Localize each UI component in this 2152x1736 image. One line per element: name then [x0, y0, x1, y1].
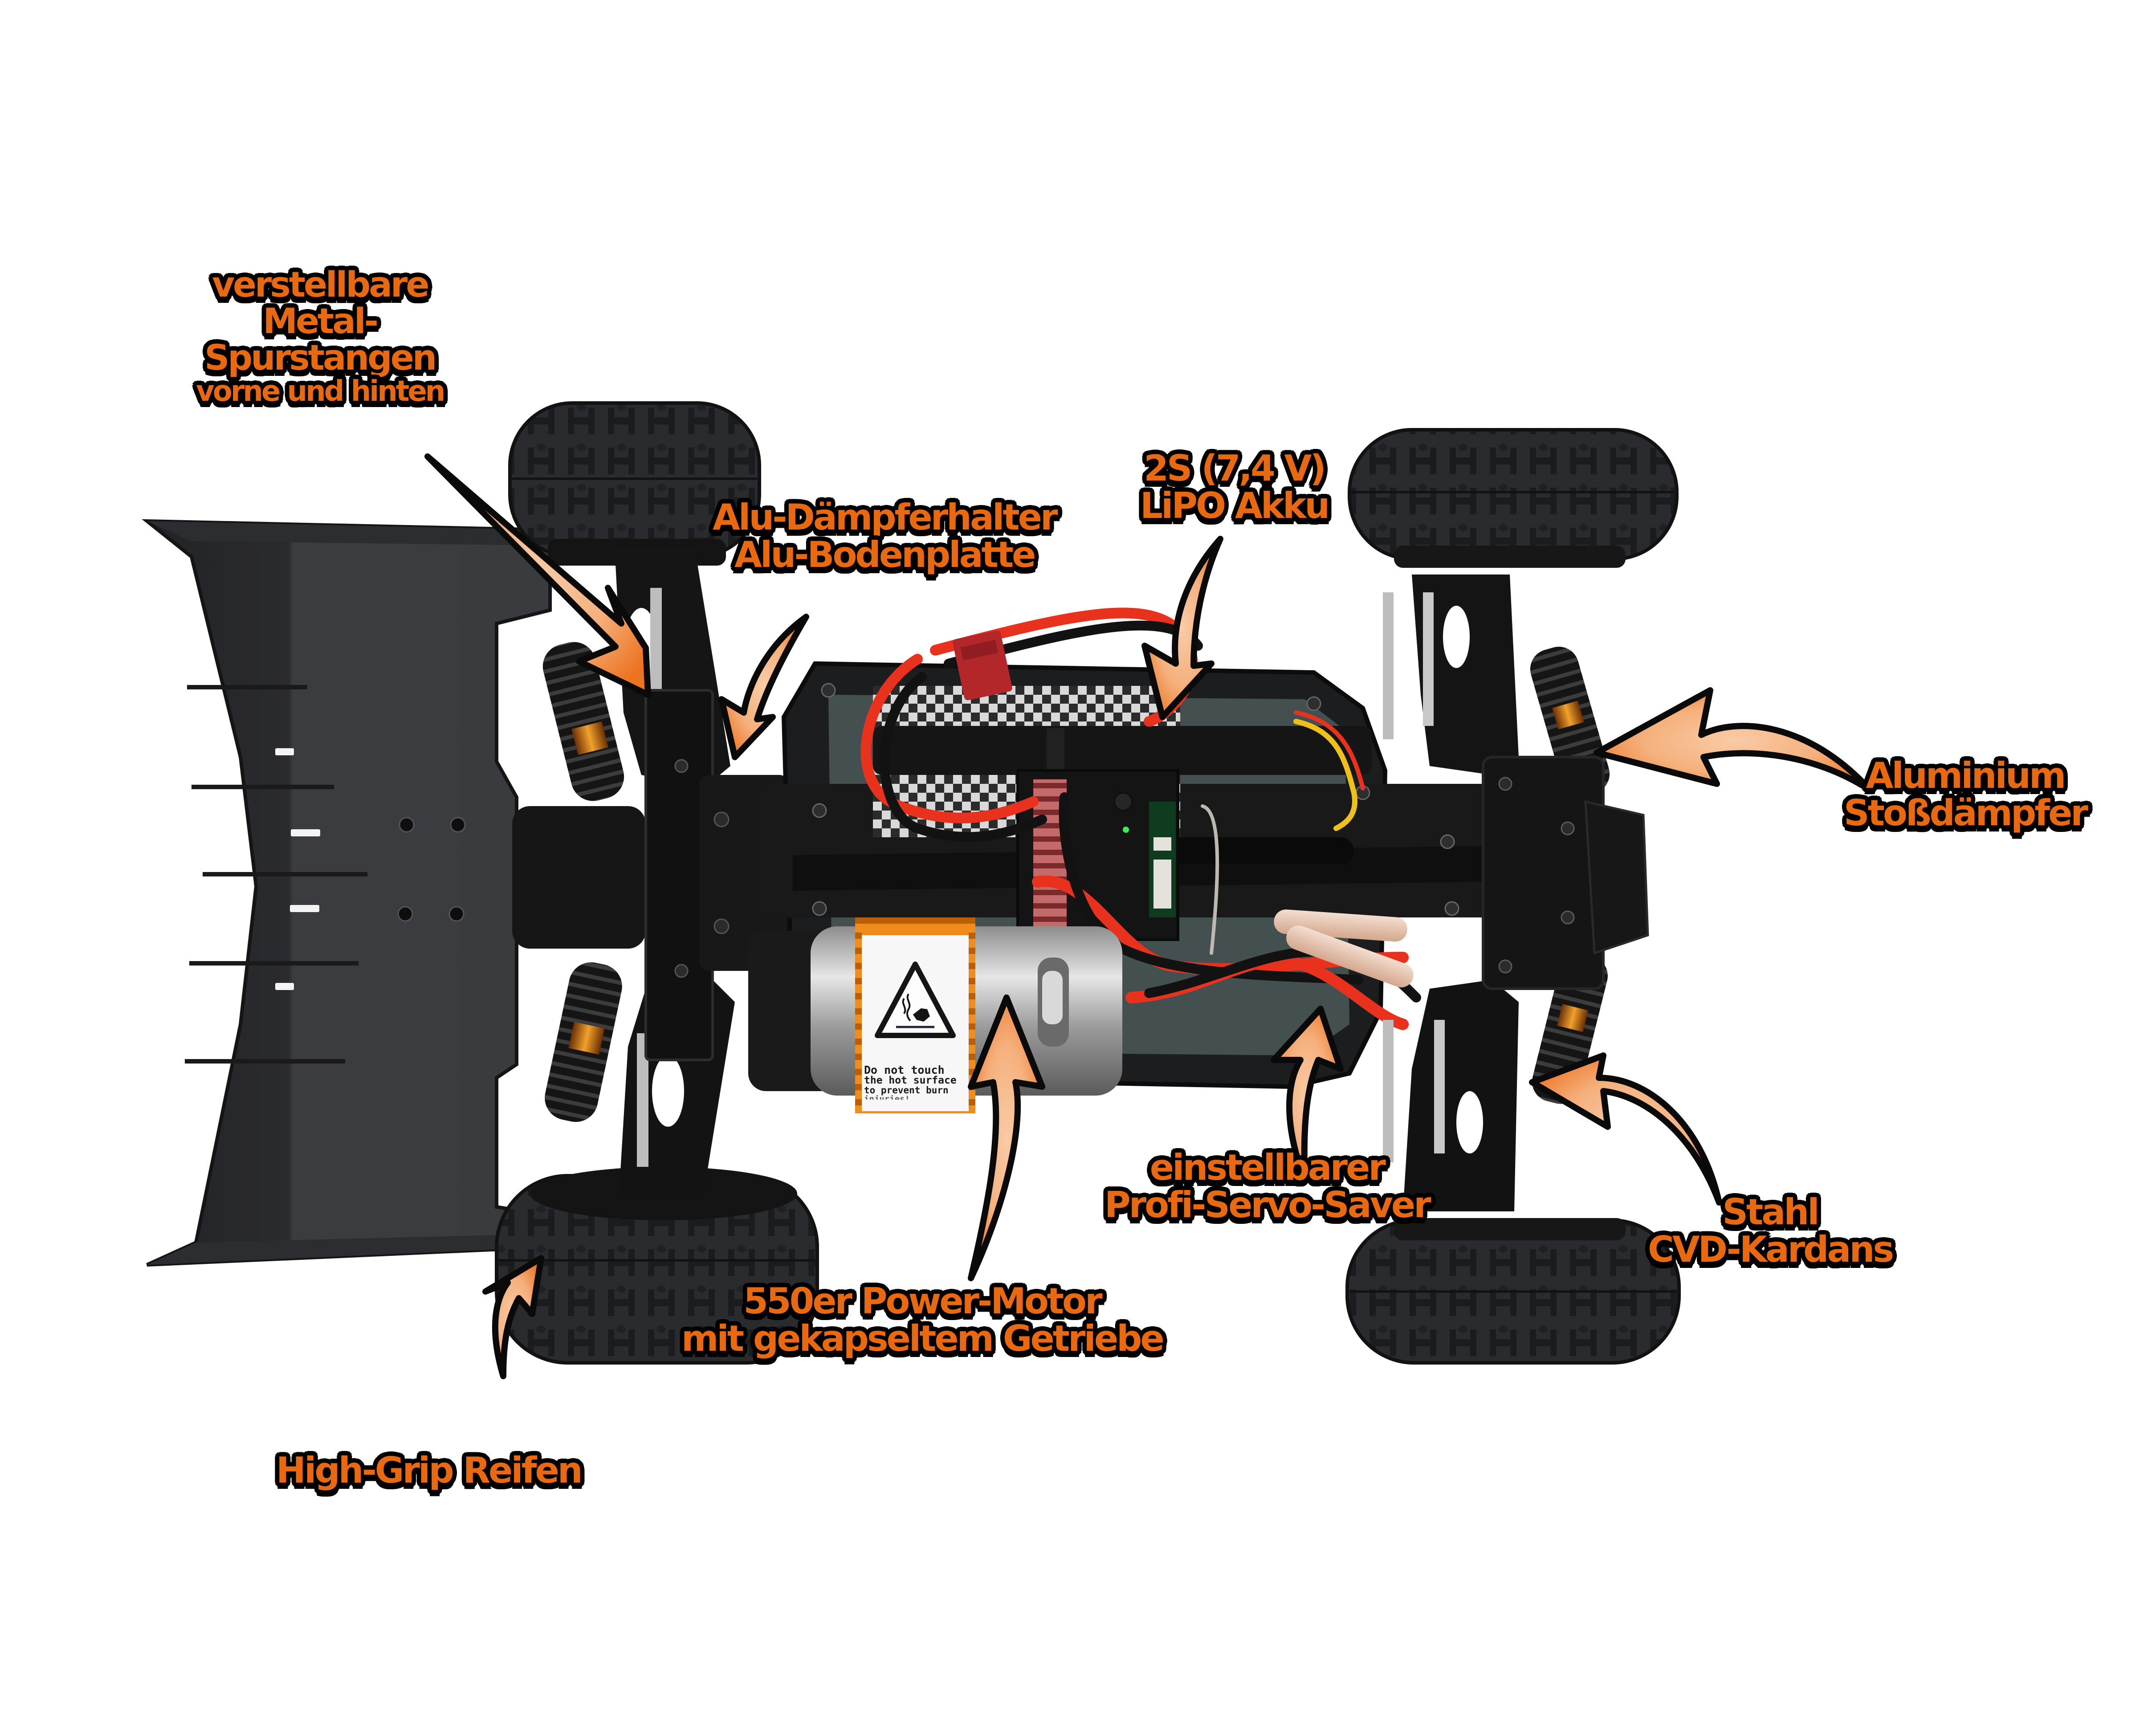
callout-daempferhalter: Alu-Dämpferhalter Alu-Bodenplatte — [713, 497, 1058, 575]
callout-line: Aluminium — [1866, 755, 2066, 796]
callout-line: vorne und hinten — [196, 375, 445, 408]
sticker-line: the hot surface — [864, 1075, 957, 1086]
curved-callout-arrow-icon — [968, 994, 1045, 1281]
curved-callout-arrow-icon — [1271, 1006, 1344, 1183]
callout-line: Alu-Bodenplatte — [734, 534, 1036, 575]
sticker-line: to prevent burn — [864, 1085, 949, 1096]
battery-plug — [953, 630, 1012, 701]
bullet-connectors — [1274, 909, 1414, 988]
curved-callout-arrow-icon — [1594, 687, 1874, 794]
front-left-wheel — [1348, 428, 1679, 568]
callout-arrows — [424, 453, 1874, 1379]
callout-line: 550er Power-Motor — [743, 1280, 1102, 1322]
esc-receiver — [1016, 769, 1179, 941]
curved-callout-arrow-icon — [718, 614, 809, 760]
callout-lipo-akku: 2S (7,4 V) LiPO Akku — [1140, 448, 1330, 526]
curved-callout-arrow-icon — [482, 1255, 544, 1379]
callout-line: Stahl — [1722, 1191, 1819, 1233]
callout-high-grip-reifen: High-Grip Reifen — [276, 1450, 583, 1491]
curved-callout-arrow-icon — [1529, 1052, 1722, 1206]
hot-surface-warning-sticker — [862, 935, 969, 1111]
callout-line: Spurstangen — [204, 338, 437, 378]
curved-callout-arrow-icon — [424, 453, 651, 698]
callout-line: Metal- — [263, 301, 379, 342]
sticker-line: injuries! — [864, 1095, 984, 1100]
callout-stossdaempfer: Aluminium Stoßdämpfer — [1844, 755, 2088, 834]
callout-line: LiPO Akku — [1140, 485, 1330, 526]
front-right-wheel — [1345, 1218, 1681, 1365]
callout-cvd-kardans: Stahl CVD-Kardans — [1648, 1191, 1894, 1270]
front-suspension — [1383, 575, 1649, 1211]
warning-sticker-text: Do not touch the hot surface to prevent … — [864, 1064, 984, 1100]
rear-left-wheel — [508, 401, 761, 566]
callout-line: High-Grip Reifen — [276, 1450, 583, 1491]
rear-wing — [142, 519, 554, 1267]
curved-callout-arrow-icon — [1141, 536, 1223, 720]
callout-line: Alu-Dämpferhalter — [713, 497, 1058, 538]
rear-suspension — [512, 548, 788, 1194]
callout-line: einstellbarer — [1149, 1147, 1386, 1188]
callout-servo-saver: einstellbarer Profi-Servo-Saver — [1105, 1147, 1431, 1226]
callout-line: Profi-Servo-Saver — [1105, 1184, 1431, 1226]
callout-line: 2S (7,4 V) — [1144, 448, 1326, 489]
callout-line: CVD-Kardans — [1648, 1229, 1894, 1270]
sticker-line: Do not touch — [864, 1064, 945, 1076]
hot-surface-warning-icon — [875, 962, 956, 1038]
callout-spurstangen: verstellbare Metal- Spurstangen vorne un… — [196, 265, 445, 408]
callout-line: verstellbare — [212, 265, 429, 305]
callout-line: Stoßdämpfer — [1844, 792, 2088, 834]
callout-line: mit gekapseltem Getriebe — [681, 1318, 1165, 1359]
callout-power-motor: 550er Power-Motor mit gekapseltem Getrie… — [681, 1280, 1165, 1359]
